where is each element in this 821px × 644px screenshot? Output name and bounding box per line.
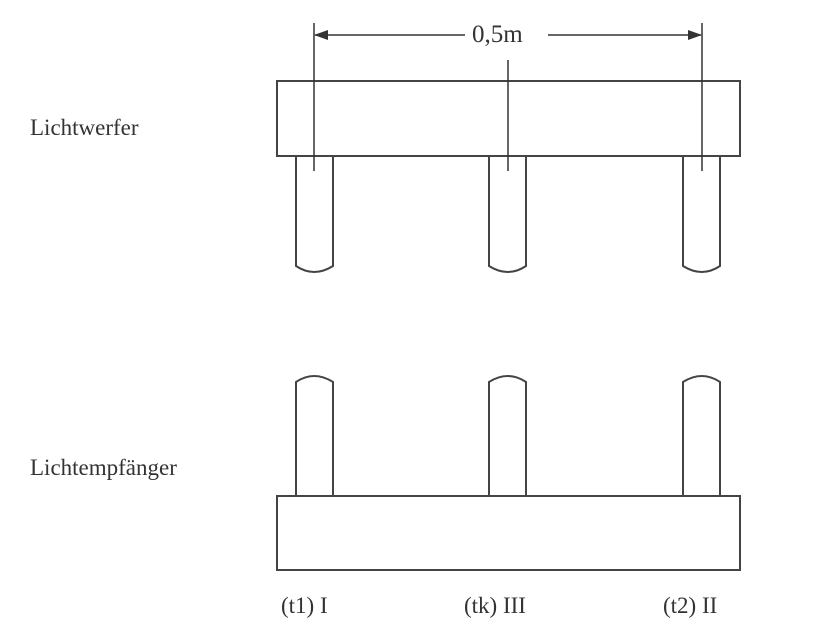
distance-label: 0,5m: [472, 21, 523, 48]
emitter-peg-1: [295, 156, 334, 273]
position-label-1: (t1) I: [281, 593, 328, 618]
receiver-peg-3: [682, 375, 721, 496]
position-label-2: (tk) III: [464, 593, 526, 618]
receiver-peg-1: [295, 375, 334, 496]
emitter-peg-3: [682, 156, 721, 273]
receiver-bar: [276, 495, 741, 571]
emitter-label: Lichtwerfer: [30, 115, 139, 140]
position-label-3: (t2) II: [663, 593, 718, 618]
receiver-label: Lichtempfänger: [30, 455, 177, 480]
emitter-peg-2: [488, 156, 527, 273]
receiver-peg-2: [488, 375, 527, 496]
